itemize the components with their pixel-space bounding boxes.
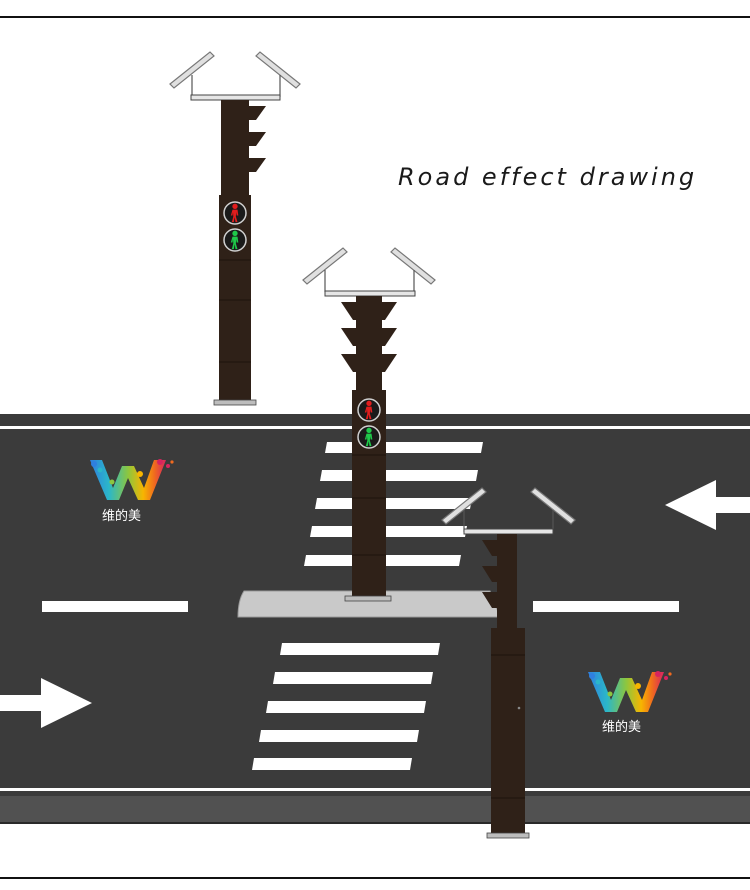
left-arrow-icon xyxy=(665,480,750,530)
sidewalk-curb xyxy=(0,796,750,822)
pedestrian-green-signal-icon xyxy=(357,425,381,449)
brand-logo-right: 维的美 xyxy=(588,671,672,735)
page-title: Road effect drawing xyxy=(398,163,697,191)
brand-logo-left: 维的美 xyxy=(90,459,174,524)
crosswalk-lower xyxy=(252,643,440,770)
brand-text-right: 维的美 xyxy=(602,719,641,735)
traffic-pole-3 xyxy=(441,487,576,839)
pedestrian-red-signal-icon xyxy=(223,201,247,225)
rainbow-w-logo-icon xyxy=(588,671,672,712)
pedestrian-red-signal-icon xyxy=(357,398,381,422)
road-bottom-edge-line xyxy=(0,788,750,791)
solar-panel-icon xyxy=(441,487,576,532)
lane-dash-right xyxy=(533,601,679,612)
solar-panel-icon xyxy=(302,247,436,292)
rainbow-w-logo-icon xyxy=(90,459,174,500)
traffic-pole-1 xyxy=(169,51,301,406)
lane-dash-left xyxy=(42,601,188,612)
pedestrian-green-signal-icon xyxy=(223,228,247,252)
solar-panel-icon xyxy=(169,51,301,97)
right-arrow-icon xyxy=(0,678,92,728)
median-island xyxy=(237,590,501,618)
traffic-pole-2 xyxy=(302,247,436,602)
brand-text-left: 维的美 xyxy=(102,508,141,524)
